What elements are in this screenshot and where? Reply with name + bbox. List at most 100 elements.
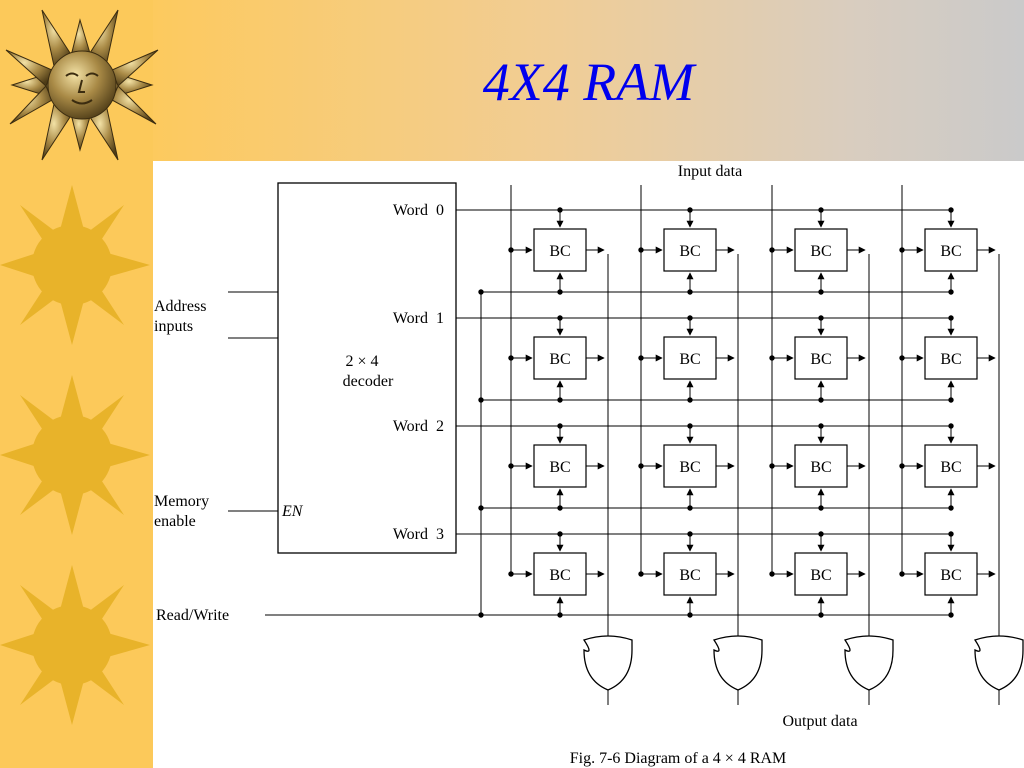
binary-cell bbox=[663, 444, 717, 488]
binary-cell-label: BC bbox=[940, 567, 961, 584]
binary-cell bbox=[533, 552, 587, 596]
junction-dot bbox=[508, 247, 514, 253]
title-band bbox=[153, 0, 1024, 161]
junction-dot bbox=[687, 207, 693, 213]
binary-cell-label: BC bbox=[549, 567, 570, 584]
decoder-size-label: 2 × 4 bbox=[345, 353, 378, 370]
junction-dot bbox=[818, 207, 824, 213]
output-data-label: Output data bbox=[782, 713, 857, 730]
binary-cell-label: BC bbox=[940, 459, 961, 476]
junction-dot bbox=[818, 505, 824, 511]
word-3-label: Word 3 bbox=[393, 526, 444, 543]
or-gate bbox=[843, 635, 894, 691]
sun-icon bbox=[0, 565, 150, 725]
junction-dot bbox=[557, 531, 563, 537]
binary-cell-label: BC bbox=[679, 243, 700, 260]
slide-title: 4X4 RAM bbox=[482, 52, 695, 112]
sun-icon bbox=[0, 375, 150, 535]
junction-dot bbox=[948, 531, 954, 537]
junction-dot bbox=[508, 571, 514, 577]
junction-dot bbox=[818, 423, 824, 429]
bronze-sun-face-icon bbox=[5, 9, 159, 161]
binary-cell bbox=[924, 444, 978, 488]
binary-cell-label: BC bbox=[679, 459, 700, 476]
junction-dot bbox=[638, 355, 644, 361]
or-gate bbox=[712, 635, 763, 691]
junction-dot bbox=[899, 463, 905, 469]
binary-cell-label: BC bbox=[549, 351, 570, 368]
junction-dot bbox=[508, 463, 514, 469]
binary-cell bbox=[663, 552, 717, 596]
junction-dot bbox=[557, 423, 563, 429]
binary-cell bbox=[924, 552, 978, 596]
junction-dot bbox=[769, 247, 775, 253]
enable-label: EN bbox=[281, 503, 304, 520]
junction-dot bbox=[687, 612, 693, 618]
junction-dot bbox=[557, 612, 563, 618]
junction-dot bbox=[818, 315, 824, 321]
junction-dot bbox=[769, 355, 775, 361]
junction-dot bbox=[557, 207, 563, 213]
memory-enable-label: Memory bbox=[154, 493, 209, 510]
junction-dot bbox=[687, 531, 693, 537]
junction-dot bbox=[478, 505, 484, 511]
junction-dot bbox=[557, 397, 563, 403]
binary-cell bbox=[924, 336, 978, 380]
binary-cell bbox=[794, 228, 848, 272]
binary-cell-label: BC bbox=[549, 243, 570, 260]
or-gate bbox=[973, 635, 1024, 691]
word-1-label: Word 1 bbox=[393, 310, 444, 327]
decoder-box bbox=[277, 182, 457, 554]
junction-dot bbox=[899, 571, 905, 577]
junction-dot bbox=[948, 207, 954, 213]
junction-dot bbox=[638, 463, 644, 469]
junction-dot bbox=[948, 315, 954, 321]
decoder-label: decoder bbox=[343, 373, 394, 390]
binary-cell bbox=[794, 336, 848, 380]
binary-cell-label: BC bbox=[549, 459, 570, 476]
junction-dot bbox=[899, 355, 905, 361]
binary-cell-label: BC bbox=[810, 459, 831, 476]
junction-dot bbox=[769, 571, 775, 577]
or-gate bbox=[582, 635, 633, 691]
junction-dot bbox=[948, 423, 954, 429]
junction-dot bbox=[687, 505, 693, 511]
binary-cell-label: BC bbox=[679, 351, 700, 368]
junction-dot bbox=[687, 397, 693, 403]
input-data-label: Input data bbox=[678, 163, 742, 180]
address-label-line-2: inputs bbox=[154, 318, 193, 335]
binary-cell bbox=[533, 336, 587, 380]
junction-dot bbox=[769, 463, 775, 469]
binary-cell-label: BC bbox=[940, 351, 961, 368]
junction-dot bbox=[818, 397, 824, 403]
junction-dot bbox=[687, 423, 693, 429]
address-label: Address bbox=[154, 298, 206, 315]
junction-dot bbox=[557, 505, 563, 511]
sun-icon bbox=[0, 185, 150, 345]
read-write-label: Read/Write bbox=[156, 607, 229, 624]
junction-dot bbox=[508, 355, 514, 361]
binary-cell bbox=[533, 228, 587, 272]
binary-cell bbox=[794, 444, 848, 488]
word-2-label: Word 2 bbox=[393, 418, 444, 435]
binary-cell bbox=[794, 552, 848, 596]
junction-dot bbox=[557, 289, 563, 295]
junction-dot bbox=[478, 612, 484, 618]
junction-dot bbox=[638, 571, 644, 577]
junction-dot bbox=[899, 247, 905, 253]
binary-cell bbox=[663, 228, 717, 272]
junction-dot bbox=[948, 612, 954, 618]
junction-dot bbox=[818, 612, 824, 618]
binary-cell-label: BC bbox=[810, 243, 831, 260]
binary-cell-label: BC bbox=[679, 567, 700, 584]
figure-caption: Fig. 7-6 Diagram of a 4 × 4 RAM bbox=[570, 750, 787, 767]
junction-dot bbox=[818, 531, 824, 537]
junction-dot bbox=[948, 289, 954, 295]
binary-cell-label: BC bbox=[810, 351, 831, 368]
junction-dot bbox=[557, 315, 563, 321]
junction-dot bbox=[638, 247, 644, 253]
junction-dot bbox=[478, 289, 484, 295]
memory-enable-label-line-2: enable bbox=[154, 513, 196, 530]
binary-cell bbox=[533, 444, 587, 488]
